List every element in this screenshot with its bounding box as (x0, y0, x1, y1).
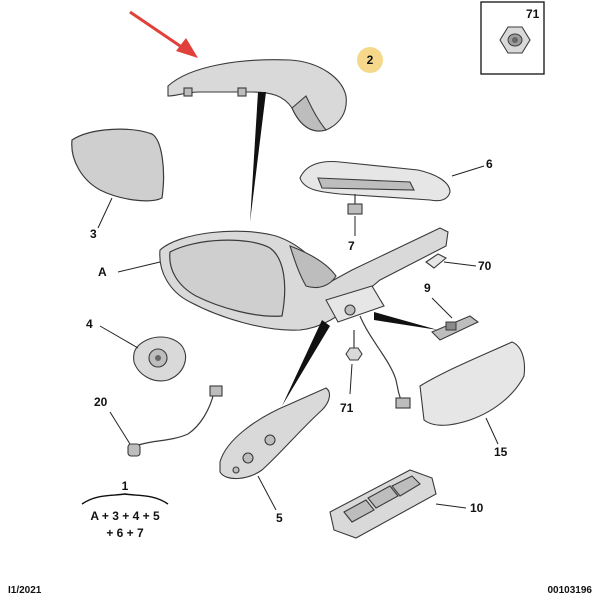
switch-panel-part (329, 469, 437, 539)
callout-7: 7 (348, 239, 355, 253)
mirror-body-assembly (159, 227, 449, 331)
red-arrow-icon (129, 10, 198, 58)
nut-icon (499, 26, 531, 54)
nut-part (345, 330, 363, 361)
switch-leader (374, 312, 438, 330)
footer-reference: 00103196 (548, 585, 593, 596)
callout-A: A (98, 265, 107, 279)
mirror-base-part (219, 387, 331, 480)
callout-70: 70 (478, 259, 492, 273)
formula-line-2: + 6 + 7 (106, 526, 144, 540)
lower-cover-part (419, 341, 526, 426)
mirror-cover-part (167, 59, 347, 132)
callout-5: 5 (276, 511, 283, 525)
wiring-harness-part (127, 385, 223, 457)
formula-line-1: A + 3 + 4 + 5 (90, 509, 160, 523)
clip-part (425, 253, 447, 269)
indicator-lamp-part (299, 160, 451, 215)
inset-box-nut: 71 (480, 1, 545, 75)
motor-unit-part (133, 336, 186, 382)
formula-brace (81, 493, 169, 505)
assembly-leader (250, 92, 266, 222)
callout-4: 4 (86, 317, 93, 331)
switch-module-part (431, 315, 480, 341)
callout-71: 71 (340, 401, 354, 415)
callout-2: 2 (367, 53, 374, 67)
callout-15: 15 (494, 445, 508, 459)
footer-date: I1/2021 (8, 585, 42, 596)
callout-badge (357, 47, 383, 73)
formula-kit-number: 1 (122, 479, 129, 493)
callout-9: 9 (424, 281, 431, 295)
mirror-glass-part (71, 128, 165, 202)
kit-formula: 1 A + 3 + 4 + 5 + 6 + 7 (81, 479, 169, 540)
callout-10: 10 (470, 501, 484, 515)
callout-3: 3 (90, 227, 97, 241)
callout-20: 20 (94, 395, 108, 409)
callout-6: 6 (486, 157, 493, 171)
callout-71-inset: 71 (526, 7, 540, 21)
base-leader (282, 320, 330, 406)
